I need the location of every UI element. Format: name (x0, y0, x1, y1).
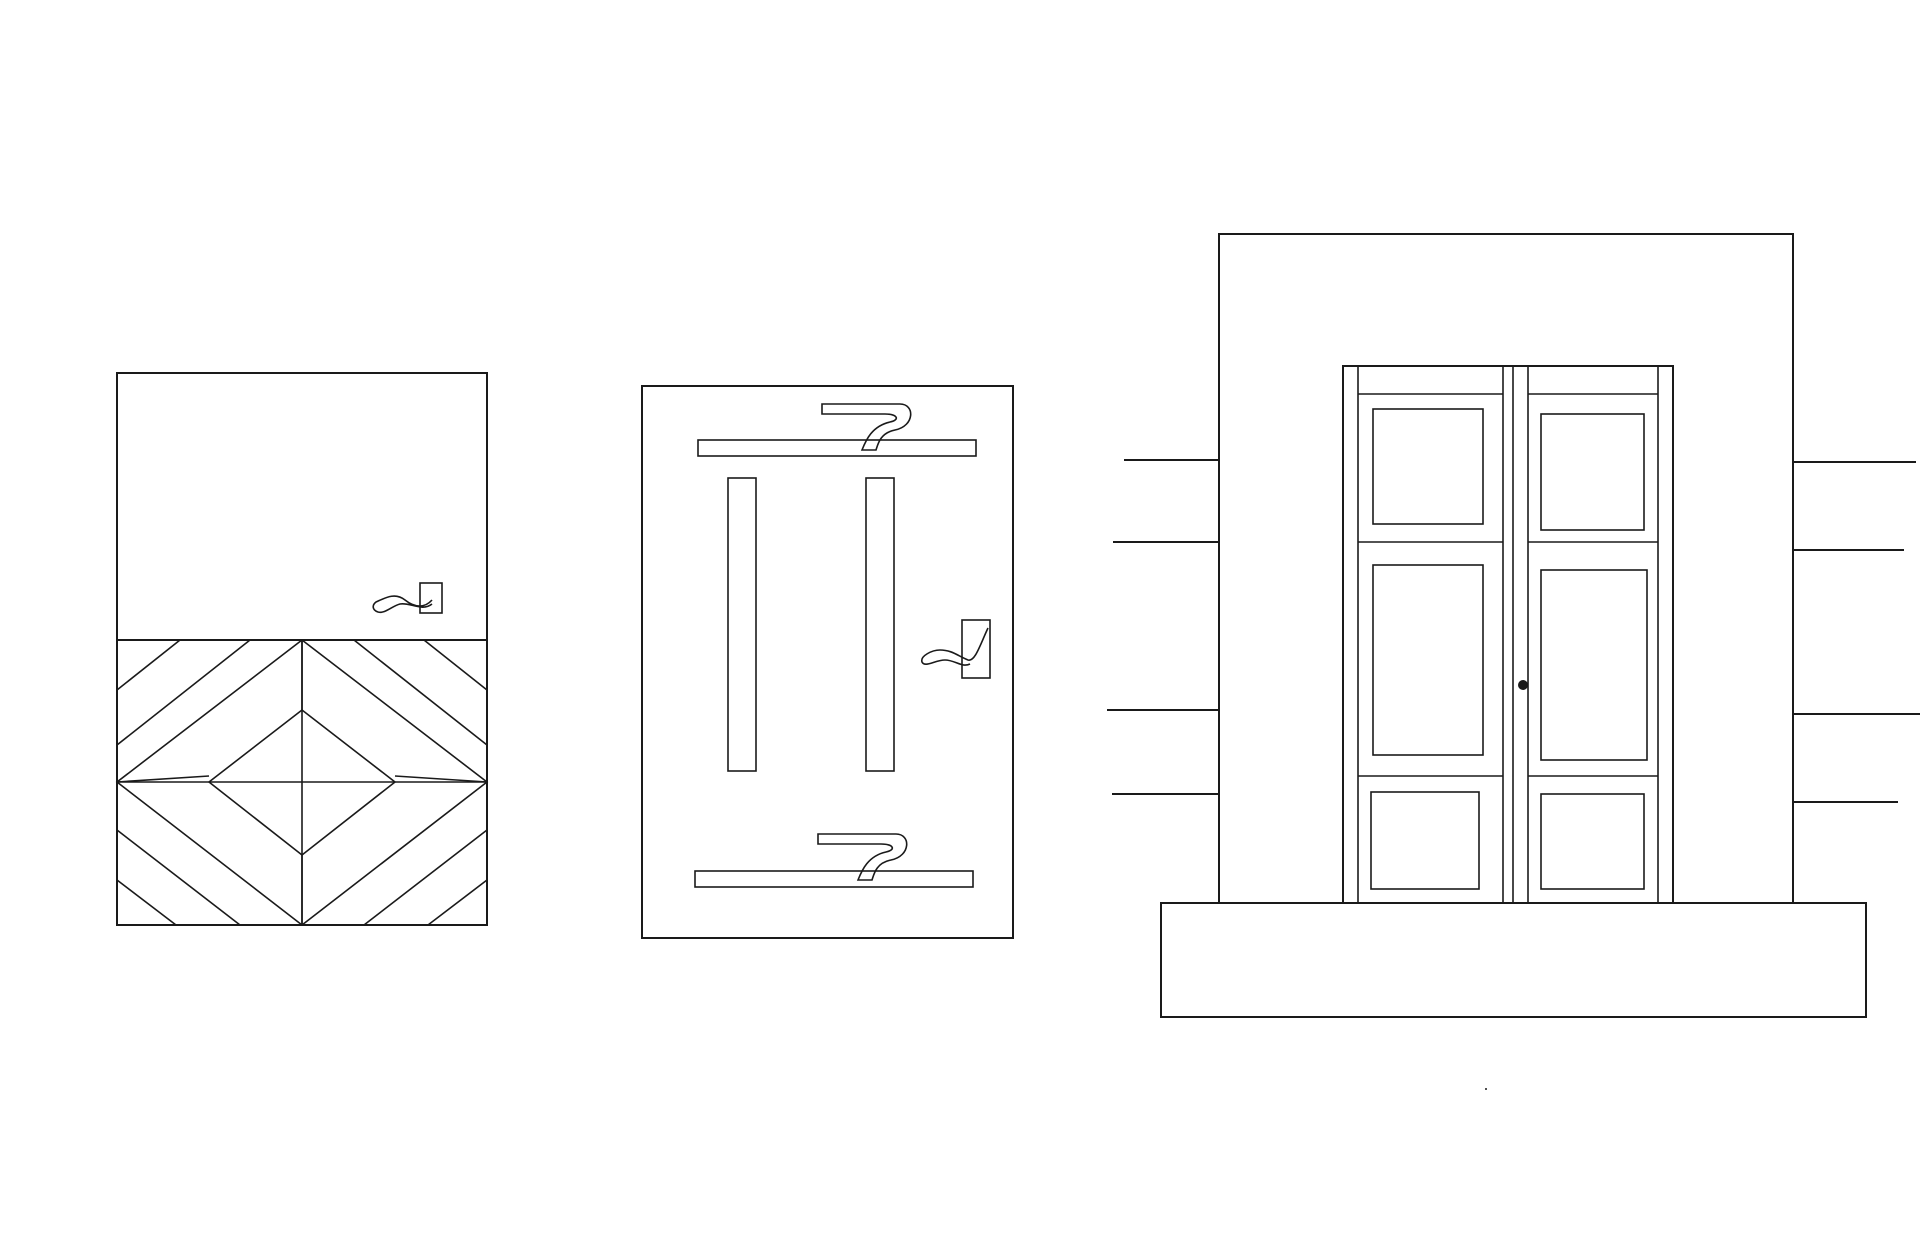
lever-handle-icon (372, 582, 443, 614)
left-bottom-panel (1370, 791, 1480, 890)
wall-ledge-lines-right (1792, 461, 1920, 803)
door-double-panel (1107, 233, 1920, 1018)
right-middle-panel (1540, 569, 1648, 761)
diamond-bevel-lines (116, 640, 488, 925)
stray-dot (1485, 1088, 1487, 1090)
right-vertical-bar (865, 477, 895, 772)
top-hook-bar (697, 403, 977, 457)
left-leaf-rails (1358, 393, 1503, 777)
door-step (1160, 902, 1867, 1018)
right-leaf-rails (1528, 393, 1658, 777)
left-middle-panel (1372, 564, 1484, 756)
wall-ledge-lines-left (1107, 459, 1220, 795)
right-bottom-panel (1540, 793, 1645, 890)
right-top-panel (1540, 413, 1645, 531)
wall-outline (1218, 233, 1794, 904)
lever-handle-icon (921, 619, 991, 679)
door-diamond-pattern (115, 372, 489, 927)
knob-icon (1518, 680, 1528, 690)
door-frame (1342, 365, 1674, 904)
door-frame (641, 385, 1014, 939)
left-vertical-bar (727, 477, 757, 772)
diagonal-hatch-lines (116, 639, 488, 926)
left-top-panel (1372, 408, 1484, 525)
door-bar-pattern (641, 385, 1014, 939)
bottom-hook-bar (694, 833, 974, 888)
